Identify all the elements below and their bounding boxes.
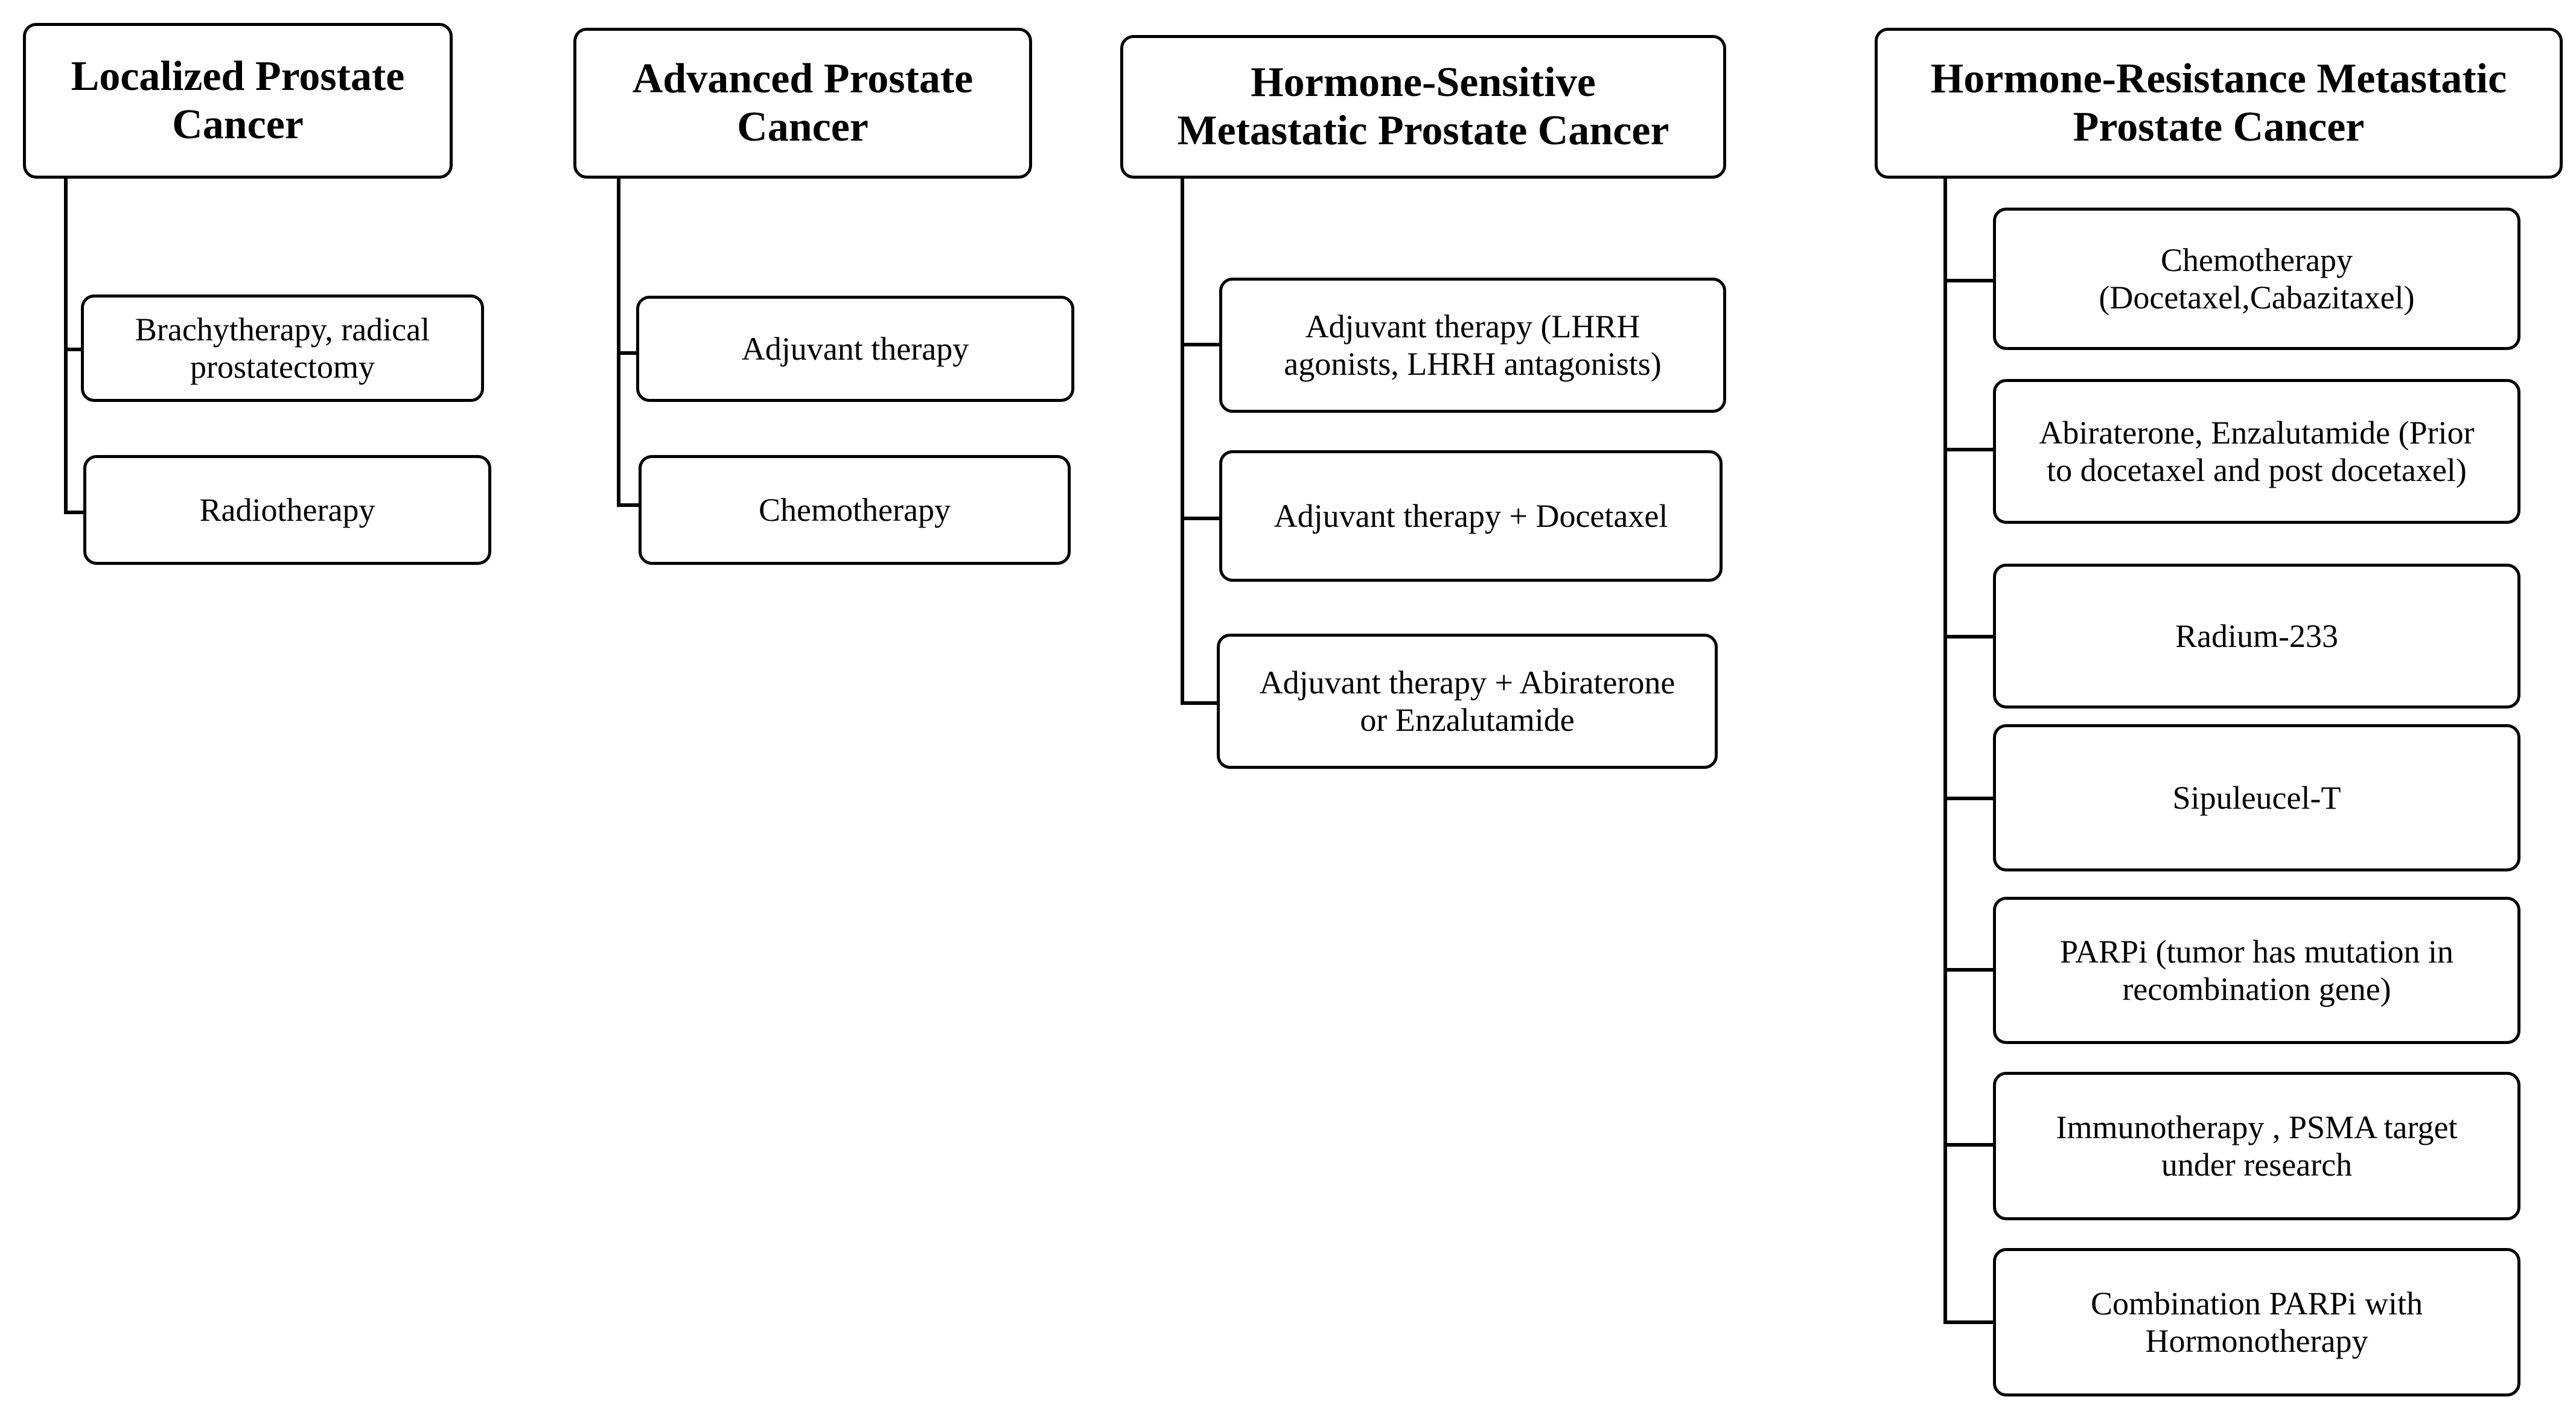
column-2-trunk-line bbox=[617, 179, 620, 507]
column-1-title: Localized Prostate Cancer bbox=[71, 53, 405, 148]
column-2-branch-1 bbox=[617, 351, 637, 355]
column-1-branch-1 bbox=[64, 348, 82, 351]
column-4-item-7-label: Combination PARPi with Hormonotherapy bbox=[2090, 1285, 2423, 1359]
column-4-branch-4 bbox=[1943, 797, 1994, 800]
column-2-item-2-label: Chemotherapy bbox=[759, 492, 951, 528]
column-1-trunk-line bbox=[64, 179, 68, 514]
column-2-item-1-label: Adjuvant therapy bbox=[741, 331, 969, 367]
column-3-header: Hormone-Sensitive Metastatic Prostate Ca… bbox=[1120, 35, 1726, 179]
column-4-item-6: Immunotherapy , PSMA target under resear… bbox=[1993, 1072, 2520, 1220]
column-4-branch-6 bbox=[1943, 1143, 1994, 1147]
column-1-branch-2 bbox=[64, 511, 84, 514]
column-4-trunk-line bbox=[1943, 179, 1947, 1324]
column-4-branch-2 bbox=[1943, 448, 1994, 451]
column-2-branch-2 bbox=[617, 503, 640, 507]
column-3-item-3: Adjuvant therapy + Abiraterone or Enzalu… bbox=[1217, 634, 1718, 769]
column-3-trunk-line bbox=[1181, 179, 1184, 705]
column-3-branch-3 bbox=[1181, 701, 1218, 705]
column-4-branch-1 bbox=[1943, 279, 1994, 282]
column-1-item-1-label: Brachytherapy, radical prostatectomy bbox=[135, 311, 430, 385]
column-4-item-2: Abiraterone, Enzalutamide (Prior to doce… bbox=[1993, 379, 2520, 524]
column-4-branch-7 bbox=[1943, 1320, 1994, 1324]
column-4-item-2-label: Abiraterone, Enzalutamide (Prior to doce… bbox=[2039, 415, 2475, 488]
column-4-header: Hormone-Resistance Metastatic Prostate C… bbox=[1875, 28, 2563, 179]
column-4-item-7: Combination PARPi with Hormonotherapy bbox=[1993, 1248, 2520, 1396]
column-4-item-1: Chemotherapy (Docetaxel,Cabazitaxel) bbox=[1993, 208, 2520, 350]
column-3-branch-1 bbox=[1181, 343, 1220, 346]
column-4-item-3: Radium-233 bbox=[1993, 564, 2520, 708]
column-1-item-2-label: Radiotherapy bbox=[199, 492, 375, 528]
column-2-title: Advanced Prostate Cancer bbox=[632, 56, 974, 150]
column-4-branch-3 bbox=[1943, 635, 1994, 638]
column-2-header: Advanced Prostate Cancer bbox=[573, 28, 1032, 179]
column-3-branch-2 bbox=[1181, 517, 1220, 520]
column-4-item-4: Sipuleucel-T bbox=[1993, 724, 2520, 871]
column-1-item-1: Brachytherapy, radical prostatectomy bbox=[81, 295, 484, 402]
column-4-item-6-label: Immunotherapy , PSMA target under resear… bbox=[2056, 1109, 2458, 1183]
column-1-item-2: Radiotherapy bbox=[83, 455, 491, 565]
column-3-item-2-label: Adjuvant therapy + Docetaxel bbox=[1274, 498, 1668, 534]
column-2-item-1: Adjuvant therapy bbox=[636, 296, 1074, 402]
column-4-item-4-label: Sipuleucel-T bbox=[2172, 780, 2341, 816]
column-4-branch-5 bbox=[1943, 968, 1994, 972]
column-3-item-3-label: Adjuvant therapy + Abiraterone or Enzalu… bbox=[1259, 664, 1675, 738]
column-4-title: Hormone-Resistance Metastatic Prostate C… bbox=[1930, 56, 2507, 150]
column-3-item-1: Adjuvant therapy (LHRH agonists, LHRH an… bbox=[1219, 278, 1726, 413]
column-3-item-2: Adjuvant therapy + Docetaxel bbox=[1219, 450, 1723, 582]
column-3-title: Hormone-Sensitive Metastatic Prostate Ca… bbox=[1177, 59, 1669, 154]
column-4-item-3-label: Radium-233 bbox=[2175, 618, 2338, 654]
column-2-item-2: Chemotherapy bbox=[639, 455, 1071, 565]
column-3-item-1-label: Adjuvant therapy (LHRH agonists, LHRH an… bbox=[1284, 308, 1662, 382]
column-4-item-5: PARPi (tumor has mutation in recombinati… bbox=[1993, 897, 2520, 1044]
column-4-item-1-label: Chemotherapy (Docetaxel,Cabazitaxel) bbox=[2099, 242, 2415, 316]
column-1-header: Localized Prostate Cancer bbox=[23, 23, 453, 179]
column-4-item-5-label: PARPi (tumor has mutation in recombinati… bbox=[2059, 934, 2454, 1007]
